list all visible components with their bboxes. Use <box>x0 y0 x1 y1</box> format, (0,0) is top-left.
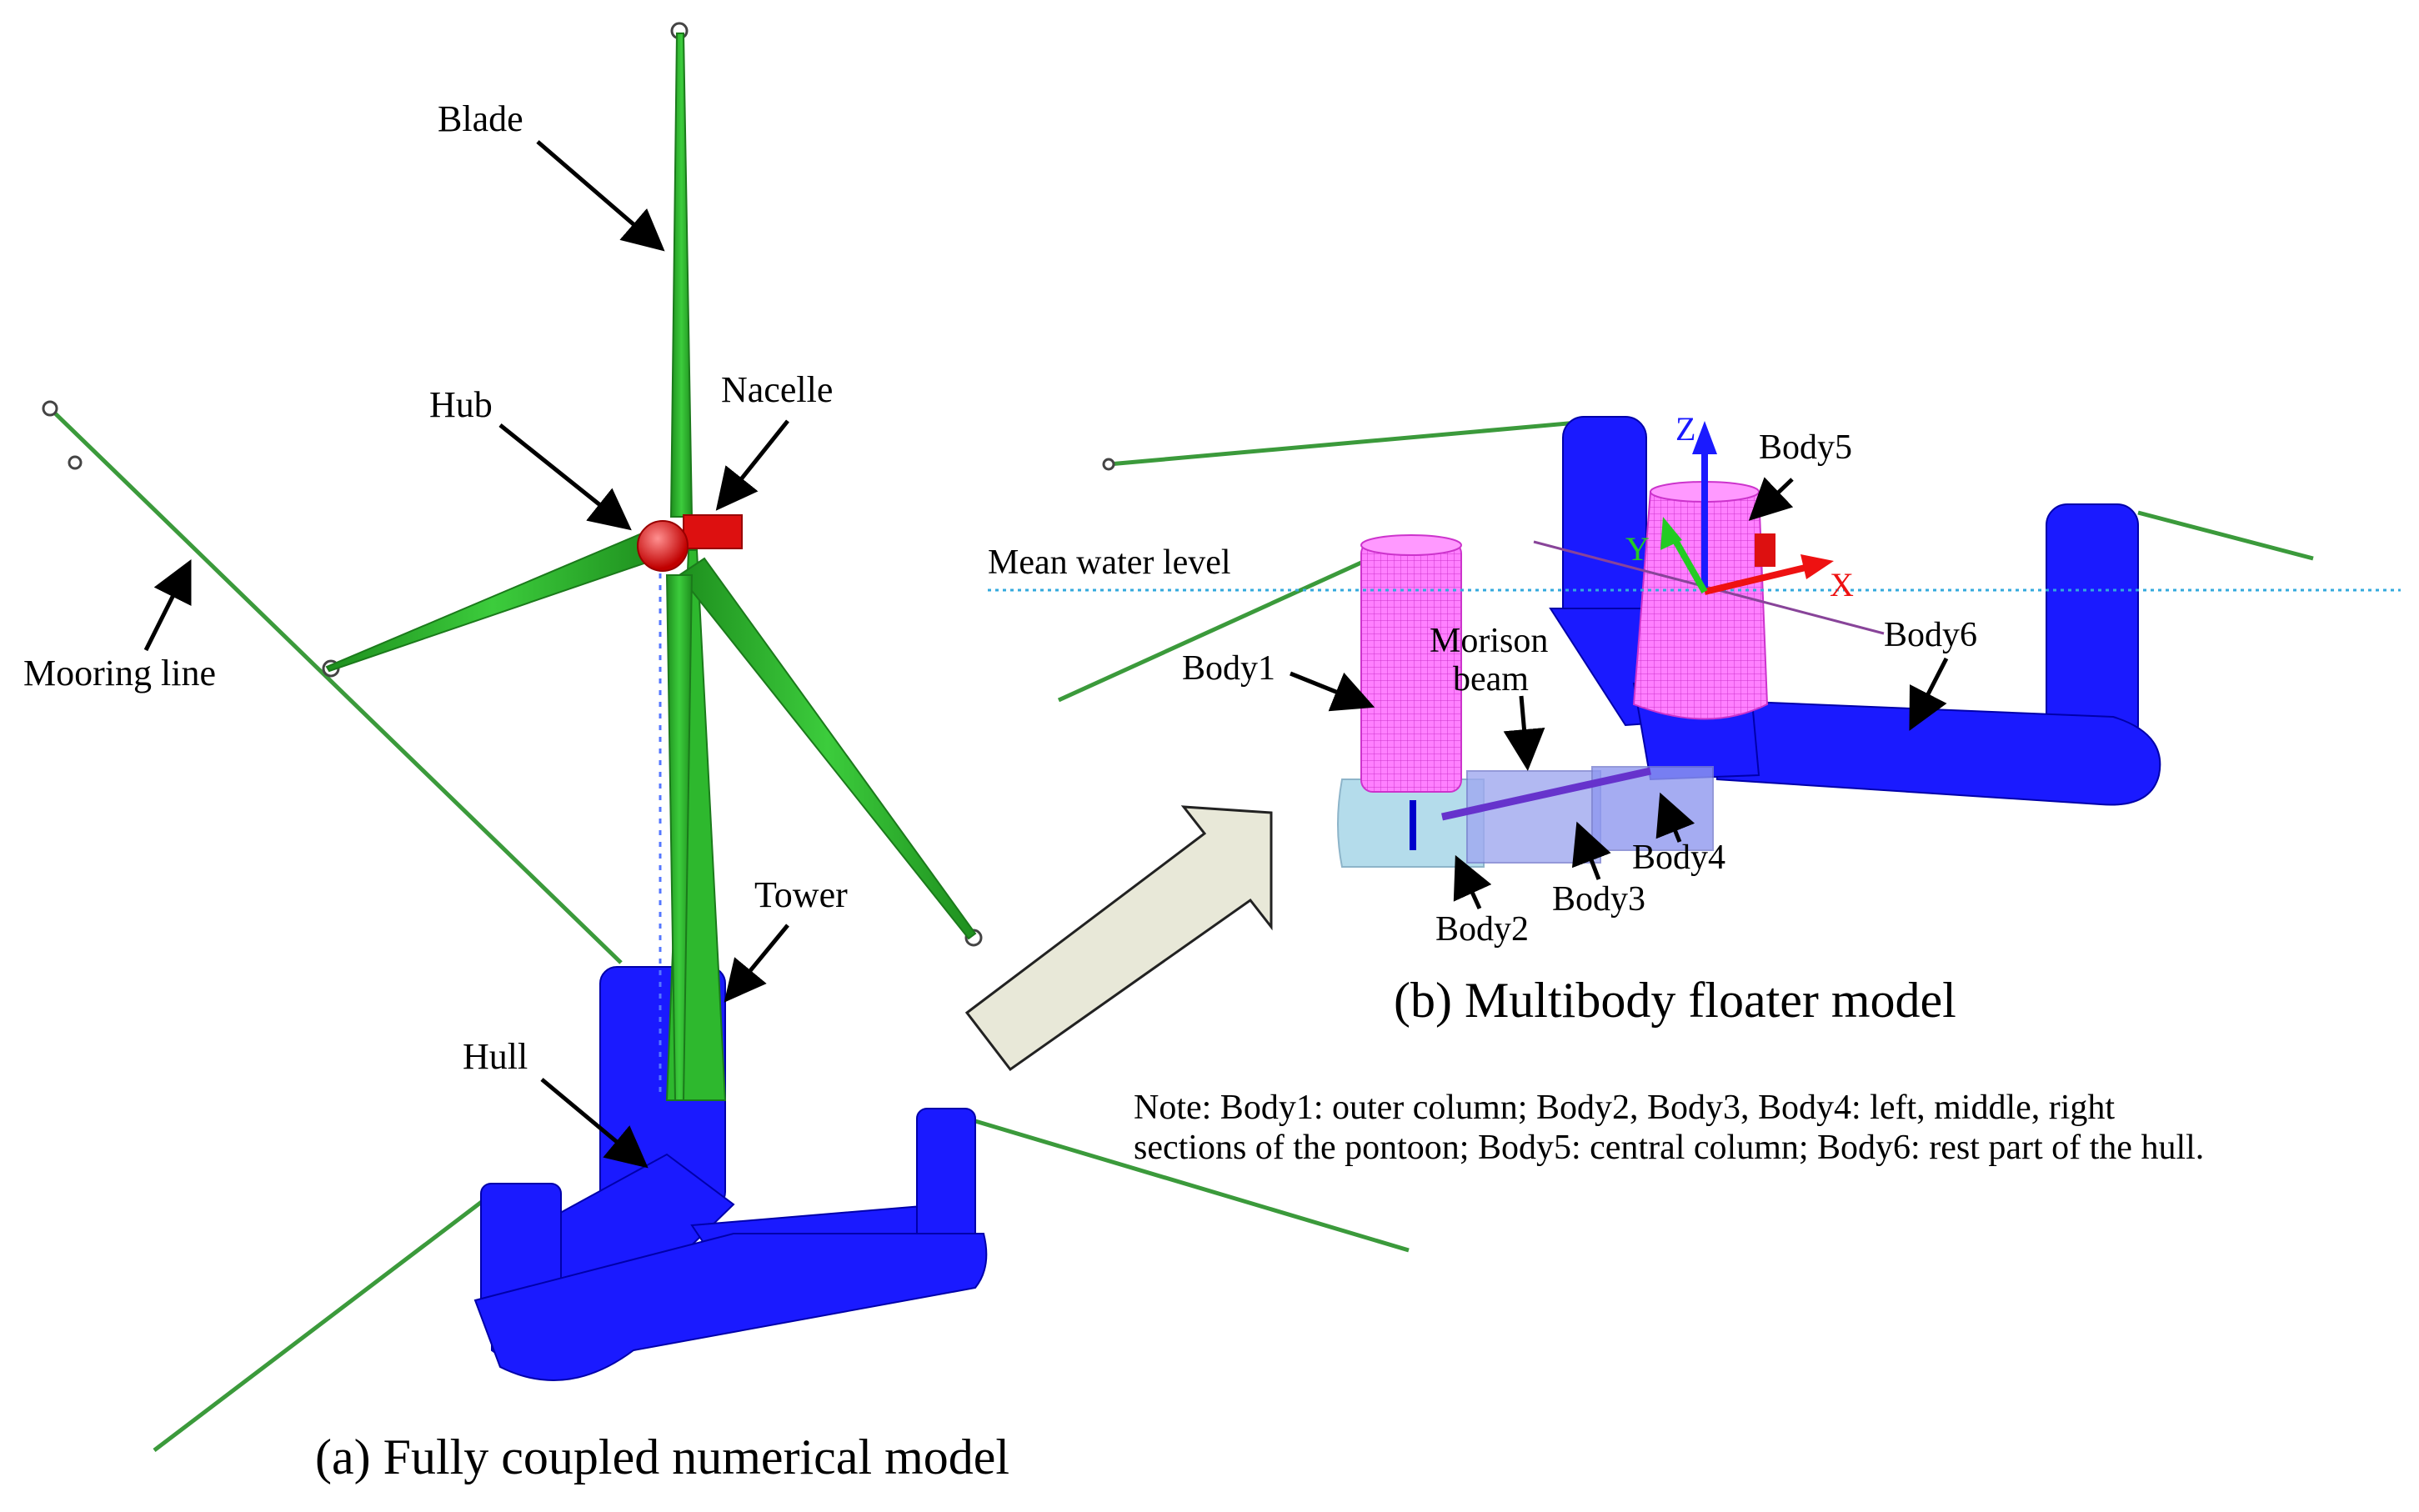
anchor-marker <box>42 400 58 417</box>
axis-y-line <box>1670 536 1708 593</box>
morison-beam <box>1441 767 1651 821</box>
pontoon-right <box>1707 698 2161 806</box>
label-mooring-line: Mooring line <box>23 653 216 693</box>
arrow-body4 <box>1655 792 1695 843</box>
mooring-line-b-right <box>2137 510 2314 561</box>
anchor-marker <box>68 455 83 470</box>
axis-z-head <box>1692 421 1717 454</box>
label-body4: Body4 <box>1632 839 1725 877</box>
mooring-line-right <box>974 1119 1410 1253</box>
label-body3: Body3 <box>1552 880 1645 919</box>
label-body2: Body2 <box>1435 910 1529 949</box>
hub <box>637 520 689 572</box>
body5-column <box>1632 481 1775 720</box>
label-body6: Body6 <box>1884 616 1977 654</box>
fairlead-markers-a <box>42 22 983 947</box>
label-mean-water-level: Mean water level <box>988 543 1231 582</box>
arrow-body6 <box>1909 657 1949 731</box>
arrow-body1 <box>1290 671 1375 712</box>
blade-lower <box>665 574 694 1101</box>
hull-base <box>473 1233 988 1381</box>
label-arrows-b <box>1290 477 1949 910</box>
mooring-line-b-left <box>1057 552 1381 703</box>
label-tower: Tower <box>754 874 848 915</box>
mooring-line-upper-left <box>48 407 623 964</box>
nacelle <box>683 514 743 549</box>
caption-b: (b) Multibody floater model <box>1394 973 1956 1028</box>
body1-top <box>1360 534 1462 556</box>
panel-b-multibody-model: Z X Y Mean water level Body1 Morison bea… <box>988 410 2401 1167</box>
axis-x-head <box>1800 554 1834 579</box>
axis-y-head <box>1660 517 1682 550</box>
blade-right <box>678 557 977 940</box>
body5-fitting <box>1755 533 1775 567</box>
hull-a <box>473 966 988 1381</box>
mooring-line-b-upper <box>1108 418 1597 467</box>
mooring-lines-a <box>48 407 1410 1452</box>
blade-left <box>325 532 660 673</box>
arrow-body5 <box>1748 477 1794 521</box>
arrow-nacelle <box>715 419 789 511</box>
axis-z-label: Z <box>1675 410 1695 448</box>
axis-x-label: X <box>1830 566 1854 603</box>
label-hull: Hull <box>463 1036 528 1077</box>
transition-arrow <box>964 805 1273 1072</box>
note-line-1: Note: Body1: outer column; Body2, Body3,… <box>1134 1089 2115 1127</box>
rotor-a <box>325 33 977 1101</box>
label-hub: Hub <box>429 384 493 425</box>
arrow-hull <box>540 1078 649 1169</box>
coordinate-axes: Z X Y <box>1625 410 1854 603</box>
label-blade: Blade <box>438 98 523 139</box>
arrow-tower <box>724 924 789 1003</box>
body5-mesh <box>1632 491 1769 720</box>
body1-mesh <box>1360 541 1462 793</box>
arrow-body3 <box>1571 821 1611 880</box>
pontoon-sections <box>1337 766 1714 868</box>
hull-outer-column-right <box>916 1108 976 1251</box>
label-nacelle: Nacelle <box>721 369 833 410</box>
arrow-morison-beam <box>1503 695 1545 771</box>
anchor-marker-b <box>1102 458 1115 471</box>
label-morison-line2: beam <box>1453 660 1529 698</box>
label-arrows-a <box>143 140 789 1169</box>
label-body5: Body5 <box>1759 428 1852 467</box>
blade-upper <box>669 33 694 518</box>
label-morison-line1: Morison <box>1430 622 1548 660</box>
arrow-hub <box>498 423 632 531</box>
label-body1: Body1 <box>1182 649 1275 688</box>
caption-a: (a) Fully coupled numerical model <box>315 1429 1009 1484</box>
axis-x-line <box>1704 563 1810 595</box>
panel-a-fully-coupled-model: Blade Hub Nacelle Mooring line Tower Hul… <box>23 22 1410 1484</box>
arrow-blade <box>536 140 665 252</box>
mooring-lines-b <box>1057 418 2314 703</box>
arrow-mooring-line <box>143 559 192 652</box>
mooring-line-lower-left <box>153 1186 502 1452</box>
arrow-body2 <box>1453 854 1492 910</box>
column-right <box>2046 503 2139 747</box>
note-line-2: sections of the pontoon; Body5: central … <box>1134 1129 2204 1167</box>
body1-column <box>1360 534 1462 793</box>
column-back <box>1562 416 1647 634</box>
axis-y-label: Y <box>1625 530 1650 568</box>
